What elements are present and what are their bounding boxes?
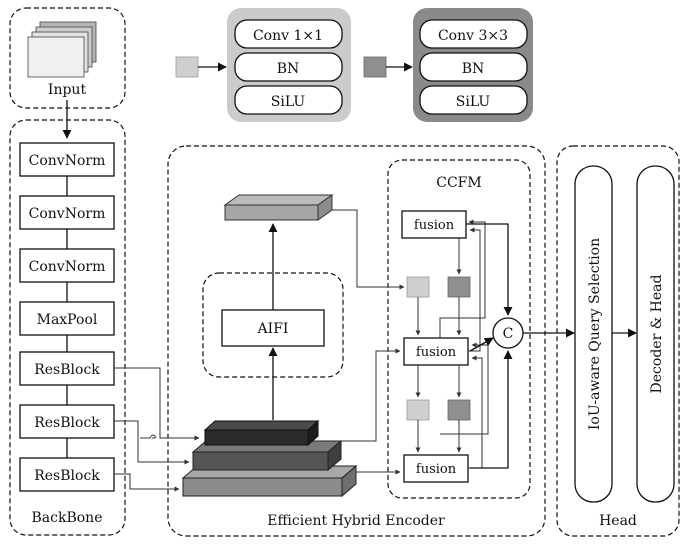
head-label: Head <box>599 513 637 529</box>
encoder-group-border <box>167 145 546 537</box>
ccfm-light-conv-top <box>406 276 430 298</box>
input-image-stack-icon <box>27 21 97 78</box>
light-block-swatch <box>175 56 199 78</box>
ccfm-group: CCFM fusion fusion fusion C <box>332 159 531 499</box>
svg-text:fusion: fusion <box>414 218 455 233</box>
backbone-block-2: ConvNorm <box>19 248 115 283</box>
backbone-group: ConvNorm ConvNorm ConvNorm MaxPool ResBl… <box>9 119 126 536</box>
query-selection-block: IoU-aware Query Selection <box>574 165 613 503</box>
ccfm-dark-conv-bottom <box>447 399 471 421</box>
legend-dark-layer-0: Conv 3×3 <box>438 28 508 44</box>
legend-dark-conv: Conv 3×3 BN SiLU <box>363 8 533 122</box>
backbone-block-6: ResBlock <box>19 457 115 492</box>
backbone-block-1: ConvNorm <box>19 195 115 230</box>
encoder-label: Efficient Hybrid Encoder <box>267 513 445 529</box>
legend-dark-layer-1: BN <box>462 61 485 77</box>
svg-text:MaxPool: MaxPool <box>37 312 98 328</box>
svg-text:fusion: fusion <box>416 345 457 360</box>
svg-text:ResBlock: ResBlock <box>34 415 100 431</box>
feature-map-small <box>203 419 320 447</box>
input-label: Input <box>48 82 87 98</box>
ccfm-light-conv-bottom <box>406 399 430 421</box>
legend-light-conv: Conv 1×1 BN SiLU <box>175 8 351 122</box>
svg-text:ResBlock: ResBlock <box>34 362 100 378</box>
backbone-to-feature-connections <box>114 367 200 492</box>
backbone-block-3: MaxPool <box>19 301 115 336</box>
ccfm-dark-conv-top <box>447 276 471 298</box>
backbone-block-5: ResBlock <box>19 404 115 439</box>
backbone-label: BackBone <box>32 510 103 526</box>
legend-dark-layer-2: SiLU <box>456 94 491 110</box>
ccfm-group-border <box>387 159 531 499</box>
fusion-block-top: fusion <box>401 210 467 239</box>
svg-text:AIFI: AIFI <box>257 321 289 337</box>
aifi-block: AIFI <box>221 309 325 347</box>
svg-text:ResBlock: ResBlock <box>34 468 100 484</box>
svg-text:Decoder & Head: Decoder & Head <box>649 275 665 394</box>
svg-text:C: C <box>503 326 514 342</box>
dark-block-swatch <box>363 56 387 78</box>
backbone-block-0: ConvNorm <box>19 142 115 177</box>
svg-text:ConvNorm: ConvNorm <box>29 206 106 222</box>
aifi-output-feature <box>223 194 334 221</box>
concat-node: C <box>492 317 524 349</box>
head-group-border <box>556 145 680 537</box>
ccfm-label: CCFM <box>436 175 481 191</box>
input-group: Input <box>9 7 126 109</box>
head-group: IoU-aware Query Selection Decoder & Head… <box>556 145 680 537</box>
decoder-head-block: Decoder & Head <box>636 165 675 503</box>
svg-text:fusion: fusion <box>416 462 457 477</box>
backbone-block-4: ResBlock <box>19 351 115 386</box>
fusion-block-middle: fusion <box>403 337 469 366</box>
svg-text:ConvNorm: ConvNorm <box>29 259 106 275</box>
fusion-block-bottom: fusion <box>403 454 469 483</box>
legend-light-layer-1: BN <box>277 61 300 77</box>
encoder-group: Efficient Hybrid Encoder AIFI <box>114 145 546 537</box>
legend-light-layer-0: Conv 1×1 <box>253 28 323 44</box>
legend-light-layer-2: SiLU <box>271 94 306 110</box>
ccfm-wiring <box>332 209 513 475</box>
backbone-group-border <box>9 119 126 536</box>
svg-text:IoU-aware Query Selection: IoU-aware Query Selection <box>587 238 603 430</box>
svg-text:ConvNorm: ConvNorm <box>29 153 106 169</box>
